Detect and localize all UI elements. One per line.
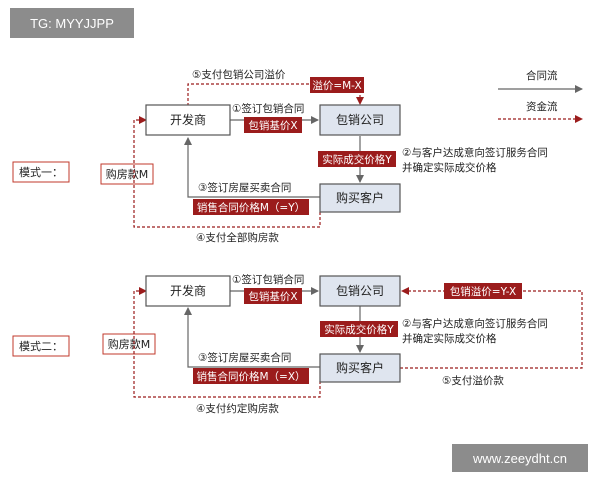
- mode2-pay-premium-arrow: [400, 287, 583, 369]
- watermark-top: TG: MYYJJPP: [10, 8, 134, 38]
- mode1-buyer-box: [319, 183, 401, 213]
- mode2-buy-payment-box: [102, 333, 156, 355]
- mode2-sale-price-tag: [193, 368, 309, 384]
- mode2-sign-agency-label: ①签订包销合同: [232, 273, 304, 286]
- mode1-base-price-tag: [244, 117, 302, 133]
- mode1-sign-house-label: ③签订房屋买卖合同: [198, 181, 291, 194]
- mode2-pay-premium-label: ⑤支付溢价款: [442, 374, 504, 387]
- legend-contract-label: 合同流: [526, 69, 558, 82]
- mode1-buy-payment-box: [100, 163, 154, 185]
- mode2-buyer-box: [319, 353, 401, 383]
- mode2-sign-house-arrow: [184, 307, 320, 368]
- mode1-base-price-tag-text: 包销基价X: [248, 119, 297, 132]
- mode1-label: 模式一：: [19, 166, 63, 179]
- mode2-deal-price-tag: [320, 321, 398, 337]
- legend: 合同流 资金流: [498, 69, 583, 123]
- mode1-pay-all-label: ④支付全部购房款: [196, 231, 279, 244]
- mode1-agree-line2: 并确定实际成交价格: [402, 161, 497, 174]
- mode1-label-box: [12, 161, 70, 183]
- mode1-developer-box: [145, 104, 231, 136]
- mode1-sale-price-tag-text: 销售合同价格M（=Y）: [197, 201, 305, 214]
- mode1-agency-box: [319, 104, 401, 136]
- mode2-agency: 包销公司: [336, 284, 384, 298]
- mode2-agency-box: [319, 275, 401, 307]
- mode1-sign-agency-label: ①签订包销合同: [232, 102, 304, 115]
- mode2-base-price-tag-text: 包销基价X: [248, 290, 297, 303]
- mode1-premium-tag-text: 溢价=M-X: [312, 79, 361, 92]
- mode2-premium-tag-text: 包销溢价=Y-X: [450, 285, 516, 298]
- mode2-developer: 开发商: [170, 283, 206, 298]
- legend-fund-label: 资金流: [526, 100, 558, 113]
- mode1-deal-price-tag-text: 实际成交价格Y: [322, 153, 392, 166]
- mode1-sign-house-arrow: [184, 137, 320, 198]
- mode1-premium-tag: [310, 77, 364, 93]
- mode2-pay-agreed-arrow: [133, 287, 321, 398]
- mode2-pay-agreed-label: ④支付约定购房款: [196, 402, 279, 415]
- mode1-agree-line1: ②与客户达成意向签订服务合同: [402, 146, 548, 159]
- mode2-agree-line2: 并确定实际成交价格: [402, 332, 497, 345]
- mode2-sign-house-label: ③签订房屋买卖合同: [198, 351, 291, 364]
- mode2-sale-price-tag-text: 销售合同价格M（=X）: [196, 370, 305, 383]
- mode2-developer-box: [145, 275, 231, 307]
- mode1-section: 模式一： 购房款M 开发商 包销公司 购买客户 ⑤支付包销公司溢价 溢价=M-X…: [12, 68, 548, 244]
- mode2-agree-line1: ②与客户达成意向签订服务合同: [402, 317, 548, 330]
- mode2-buyer: 购买客户: [336, 360, 384, 375]
- mode1-sale-price-tag: [193, 199, 309, 215]
- mode1-premium-arrow: [187, 83, 364, 106]
- mode2-buy-payment: 购房款M: [108, 337, 151, 351]
- mode2-label-box: [12, 335, 70, 357]
- watermark-bottom: www.zeeydht.cn: [452, 444, 588, 472]
- mode1-pay-all-arrow: [133, 116, 321, 228]
- mode2-premium-tag: [444, 283, 522, 299]
- mode1-deal-price-tag: [318, 151, 396, 167]
- mode1-premium-flow-label: ⑤支付包销公司溢价: [192, 68, 286, 81]
- mode1-developer: 开发商: [170, 112, 206, 127]
- mode1-buyer: 购买客户: [336, 190, 384, 205]
- mode1-buy-payment: 购房款M: [106, 167, 149, 181]
- mode2-deal-price-tag-text: 实际成交价格Y: [324, 323, 394, 336]
- mode1-agency: 包销公司: [336, 113, 384, 127]
- mode2-label: 模式二：: [19, 340, 63, 353]
- mode2-base-price-tag: [244, 288, 302, 304]
- mode2-section: 模式二： 购房款M 开发商 包销公司 购买客户 ①签订包销合同 包销基价X 包销…: [12, 273, 583, 415]
